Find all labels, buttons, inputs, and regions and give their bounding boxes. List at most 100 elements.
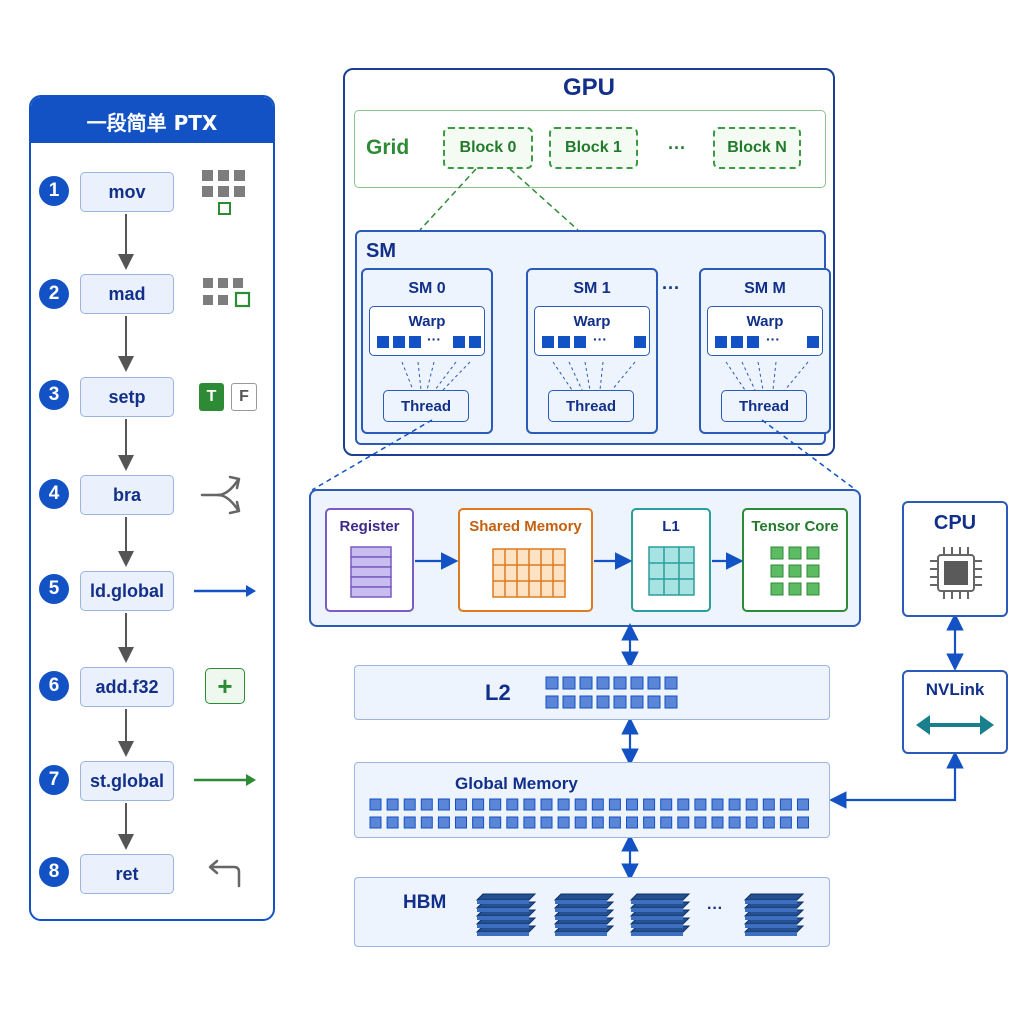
gpu-title: GPU [562, 74, 615, 101]
global-memory-label: Global Memory [455, 774, 578, 793]
memory-cell [437, 798, 450, 811]
step-number-2: 2 [39, 279, 69, 309]
warp-thread-square [542, 336, 554, 348]
return-arrow-icon [208, 859, 241, 888]
cpu-chip-icon [930, 547, 982, 599]
memory-cell [506, 798, 519, 811]
register-label: Register [339, 518, 400, 535]
thread-box: Thread [383, 390, 469, 422]
l1-grid-icon [648, 546, 695, 596]
step-number-3: 3 [39, 380, 69, 410]
cpu-label: CPU [933, 512, 977, 534]
memory-cell [557, 798, 570, 811]
sm-unit-1: SM 1 Warp ··· Thread [526, 268, 658, 434]
nvlink-label: NVLink [925, 680, 985, 699]
l2-label: L2 [485, 680, 511, 705]
memory-cell [745, 798, 758, 811]
memory-cell [779, 816, 792, 829]
memory-cell [660, 798, 673, 811]
block-n: Block N [713, 127, 801, 169]
memory-cell [420, 816, 433, 829]
instruction-ret: ret [80, 854, 174, 894]
warp-thread-square [807, 336, 819, 348]
memory-cell [403, 798, 416, 811]
ptx-panel-header [31, 97, 273, 143]
warp-thread-square [747, 336, 759, 348]
memory-cell [643, 816, 656, 829]
memory-cell [711, 798, 724, 811]
sm-ellipsis: ··· [662, 278, 680, 298]
sm-unit-0: SM 0 Warp ··· Thread [361, 268, 493, 434]
warp-ellipsis: ··· [593, 331, 607, 347]
l1-cache-box: L1 [631, 508, 711, 612]
memory-cell [557, 816, 570, 829]
l1-label: L1 [662, 518, 680, 535]
global-memory-bar: Global Memory [354, 762, 830, 838]
memory-cell [489, 816, 502, 829]
memory-cell [574, 798, 587, 811]
l2-cache-bar: L2 [354, 665, 830, 720]
memory-cell [694, 798, 707, 811]
instruction-bra: bra [80, 475, 174, 515]
tensor-core-grid-icon [770, 546, 820, 596]
memory-cell [762, 816, 775, 829]
warp-box: Warp ··· [369, 306, 485, 356]
warp-thread-square [409, 336, 421, 348]
true-flag-icon: T [199, 383, 224, 411]
tensor-core-label: Tensor Core [751, 518, 839, 535]
warp-thread-square [634, 336, 646, 348]
branch-icon [200, 475, 241, 515]
instruction-mov: mov [80, 172, 174, 212]
warp-thread-square [469, 336, 481, 348]
memory-cell [369, 816, 382, 829]
hbm-stack-icons [475, 893, 805, 936]
memory-cell [403, 816, 416, 829]
memory-cell [437, 816, 450, 829]
memory-cell [745, 816, 758, 829]
block-1: Block 1 [549, 127, 638, 169]
warp-label: Warp [573, 313, 611, 330]
sm-unit-name: SM M [744, 280, 786, 297]
hbm-stack-icon [475, 893, 537, 936]
instruction-ld-global: ld.global [80, 571, 174, 611]
step-number-5: 5 [39, 574, 69, 604]
memory-cell [677, 798, 690, 811]
grid-ellipsis: ··· [668, 138, 686, 158]
instruction-setp: setp [80, 377, 174, 417]
warp-ellipsis: ··· [766, 331, 780, 347]
memory-cell [626, 816, 638, 829]
warp-thread-square [558, 336, 570, 348]
warp-box: Warp ··· [534, 306, 650, 356]
block-0: Block 0 [443, 127, 533, 169]
l2-cell-grid [545, 676, 678, 709]
memory-cell [608, 798, 621, 811]
memory-cell [472, 816, 485, 829]
memory-cell [677, 816, 690, 829]
memory-cell [591, 816, 604, 829]
memory-cell [694, 816, 707, 829]
memory-cell [369, 798, 382, 811]
store-arrow-icon [194, 774, 256, 786]
false-flag-icon: F [231, 383, 257, 411]
memory-cell [797, 798, 809, 811]
hbm-bar: HBM ··· [354, 877, 830, 947]
hbm-ellipsis: ··· [707, 900, 723, 917]
memory-cell [762, 798, 775, 811]
hbm-stack-icon [629, 893, 691, 936]
memory-cell [728, 798, 741, 811]
warp-thread-square [393, 336, 405, 348]
warp-ellipsis: ··· [427, 331, 441, 347]
memory-cell [711, 816, 724, 829]
memory-cell [523, 816, 536, 829]
memory-cell [608, 816, 621, 829]
memory-cell [489, 798, 502, 811]
warp-thread-lines [552, 361, 636, 391]
warp-thread-square [453, 336, 465, 348]
register-box: Register [325, 508, 414, 612]
memory-cell [420, 798, 433, 811]
shared-memory-label: Shared Memory [469, 518, 582, 535]
instruction-add-f32: add.f32 [80, 667, 174, 707]
tensor-core-box: Tensor Core [742, 508, 848, 612]
